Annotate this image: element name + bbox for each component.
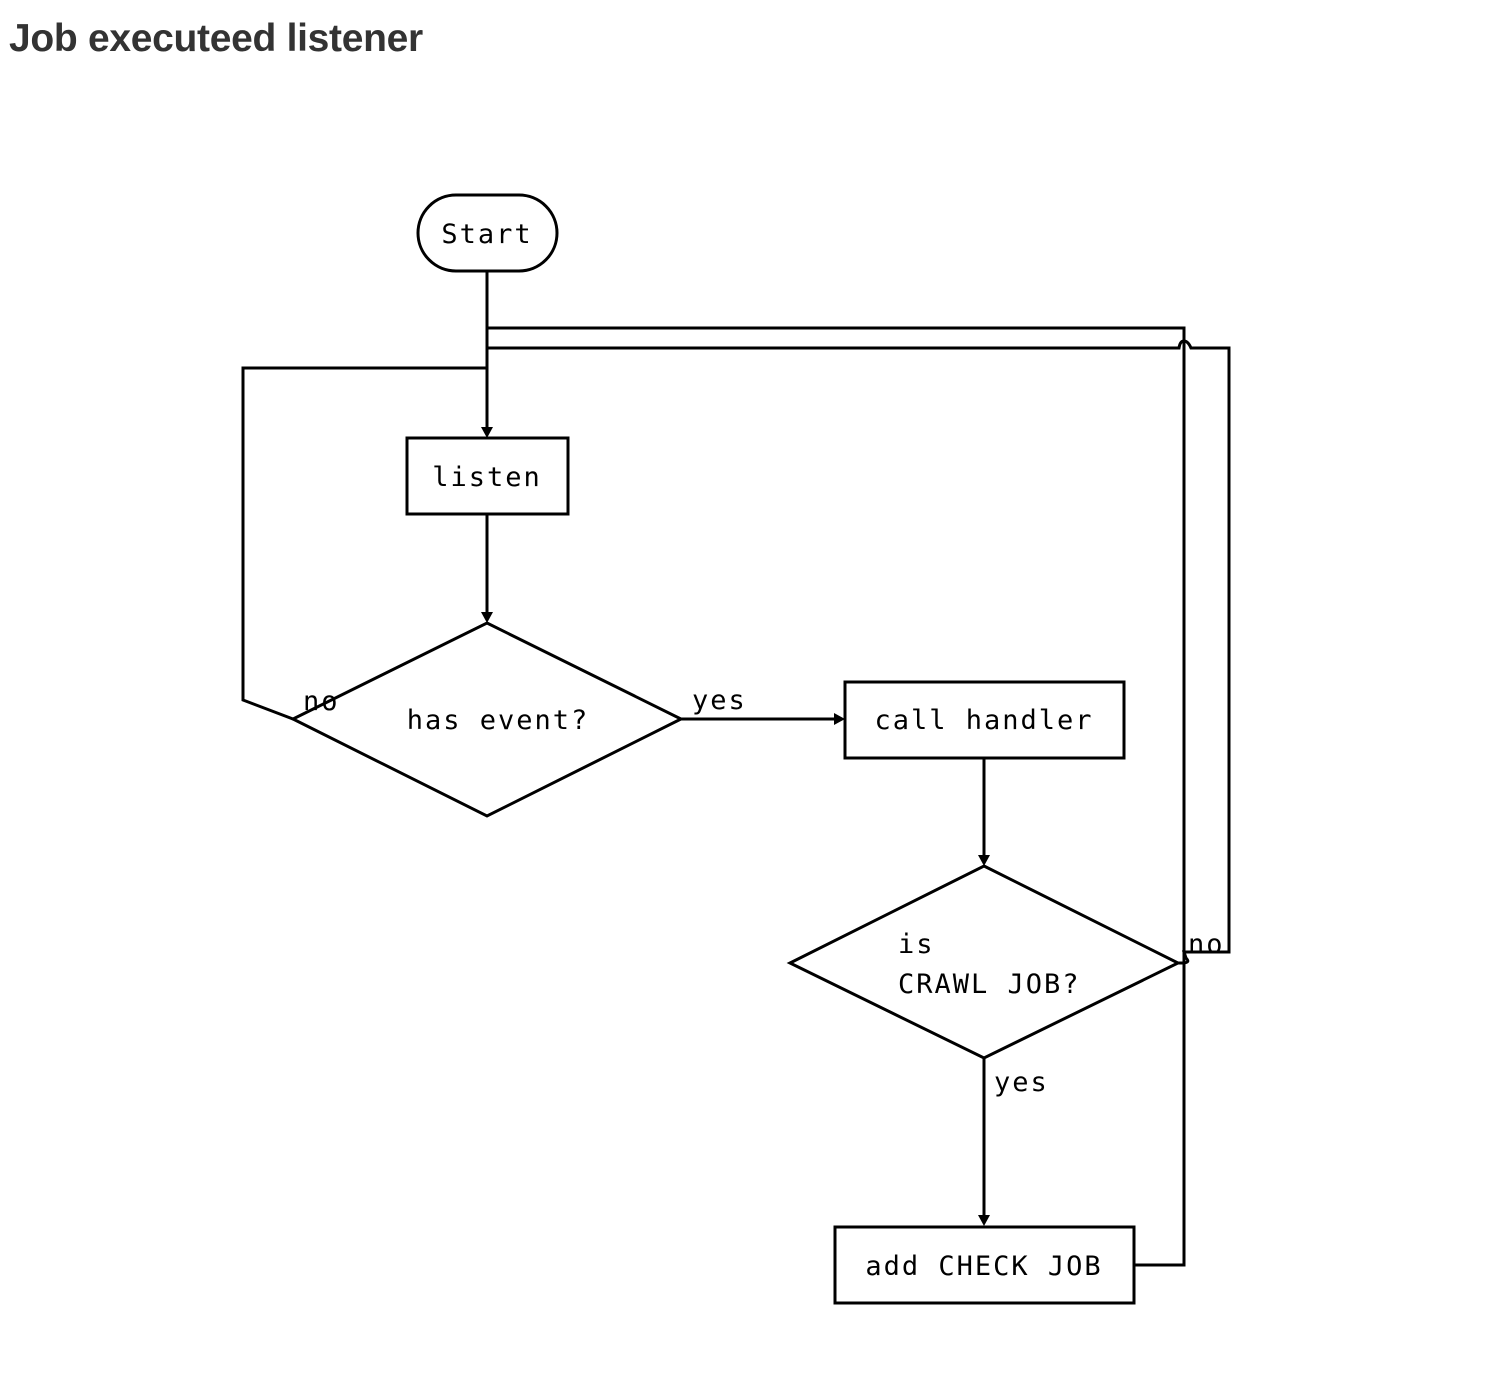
edge-is-crawl-job-no: no: [487, 339, 1231, 965]
node-has-event-label: has event?: [407, 705, 590, 736]
node-add-check-job-label: add CHECK JOB: [865, 1251, 1102, 1282]
edge-call-handler-to-is-crawl-job: [978, 758, 990, 866]
node-start: Start: [416, 193, 559, 273]
node-is-crawl-job-label-line1: is: [898, 929, 935, 960]
decision-shape: [289, 621, 685, 818]
edge-has-event-yes: yes: [681, 685, 845, 725]
process-shape: [833, 1225, 1136, 1305]
decision-shape: [786, 864, 1182, 1060]
node-start-label: Start: [441, 219, 532, 250]
edge-has-event-no: no: [241, 366, 487, 721]
terminal-shape: [416, 193, 559, 273]
node-listen-label: listen: [432, 462, 542, 493]
edge-label-has-event-yes: yes: [692, 685, 747, 716]
edge-label-is-crawl-job-yes: yes: [994, 1067, 1049, 1098]
node-is-crawl-job-label-line2: CRAWL JOB?: [898, 969, 1081, 1000]
node-call-handler-label: call handler: [874, 705, 1093, 736]
node-is-crawl-job: is CRAWL JOB?: [786, 864, 1182, 1060]
node-call-handler: call handler: [843, 680, 1126, 760]
edge-is-crawl-job-yes: yes: [978, 1058, 1049, 1226]
process-shape: [843, 680, 1126, 760]
edge-label-is-crawl-job-no: no: [1188, 929, 1225, 960]
node-listen: listen: [405, 436, 570, 516]
page-title: Job executeed listener: [9, 17, 423, 60]
node-has-event: has event?: [289, 621, 685, 818]
process-shape: [405, 436, 570, 516]
node-add-check-job: add CHECK JOB: [833, 1225, 1136, 1305]
edge-listen-to-has-event: [481, 514, 493, 623]
edge-add-check-job-to-listen: [485, 326, 1186, 1267]
